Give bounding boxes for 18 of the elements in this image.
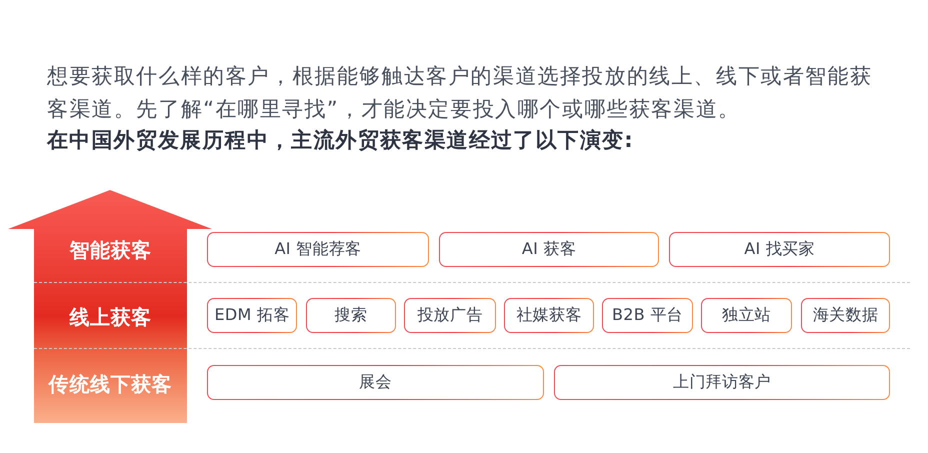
channel-box: 社媒获客 <box>504 298 594 333</box>
heading: 在中国外贸发展历程中，主流外贸获客渠道经过了以下演变: <box>47 127 634 154</box>
channel-box: 海关数据 <box>801 298 890 333</box>
channel-box: 投放广告 <box>404 298 496 333</box>
channel-box: AI 找买家 <box>669 232 890 267</box>
channel-box: 独立站 <box>701 298 792 333</box>
channel-box: B2B 平台 <box>602 298 693 333</box>
tier-label: 传统线下获客 <box>48 372 172 396</box>
channel-box: AI 智能荐客 <box>207 232 429 267</box>
channel-box: 上门拜访客户 <box>554 365 890 400</box>
channel-box: EDM 拓客 <box>207 298 297 333</box>
intro-paragraph: 想要获取什么样的客户，根据能够触达客户的渠道选择投放的线上、线下或者智能获客渠道。先了解“在哪里寻找”，才能决定要投入哪个或哪些获客渠道。 <box>47 63 874 123</box>
channel-box: 展会 <box>207 365 544 400</box>
tier-label: 线上获客 <box>69 305 152 329</box>
tier-label: 智能获客 <box>69 238 152 262</box>
tier-band <box>34 283 910 349</box>
channel-box: 搜索 <box>306 298 396 333</box>
channel-box: AI 获客 <box>439 232 659 267</box>
